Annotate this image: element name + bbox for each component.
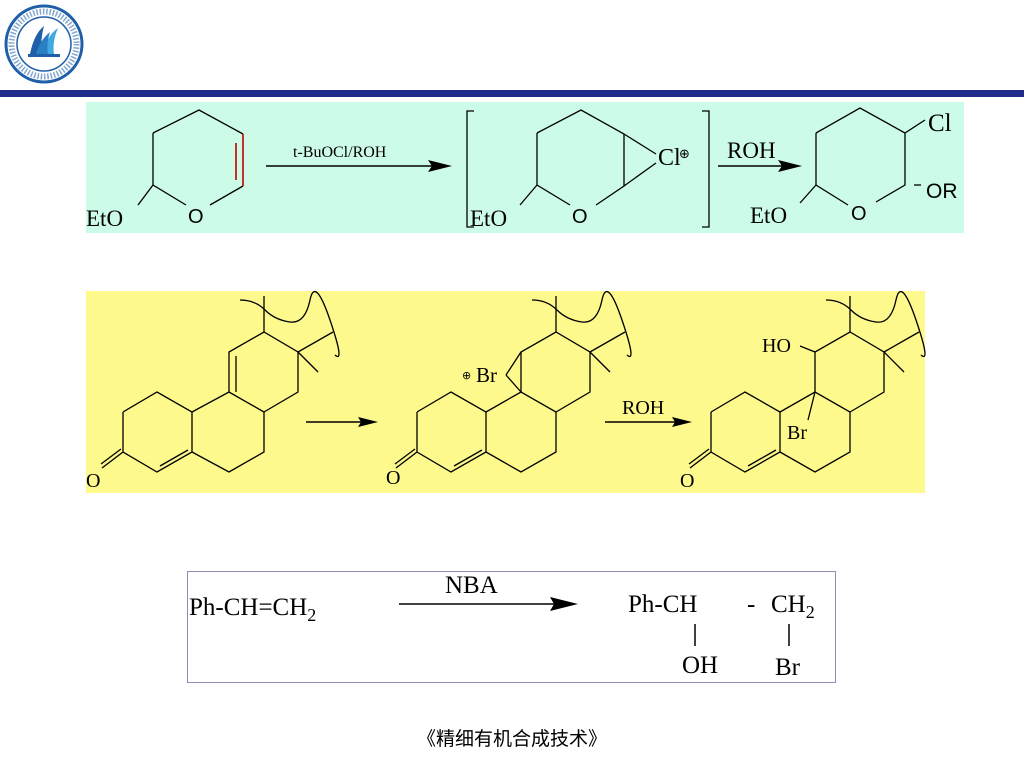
step2-roh-label: ROH — [727, 138, 776, 163]
intermediate-ring-oxygen: O — [572, 206, 588, 228]
product-ring-oxygen: O — [851, 203, 867, 225]
scheme3-arrow-head — [550, 597, 578, 611]
intermediate-cl-label: Cl — [658, 145, 681, 171]
bromonium-charge: ⊕ — [462, 370, 471, 382]
scheme-3-panel — [187, 571, 836, 683]
scheme-1-panel — [86, 102, 964, 233]
nba-reagent-label: NBA — [445, 572, 498, 599]
school-logo — [4, 4, 84, 84]
product-dash: - — [747, 591, 755, 618]
product-eto-label: EtO — [750, 203, 787, 228]
styrene-formula: Ph-CH=CH2 — [189, 594, 316, 625]
intermediate-eto-label: EtO — [470, 206, 507, 231]
course-title: 《精细有机合成技术》 — [416, 728, 607, 750]
scheme2-roh-label: ROH — [622, 397, 664, 419]
bromonium-br-label: Br — [476, 363, 497, 387]
product-oh-label: OH — [682, 652, 718, 679]
reactant-eto-label: EtO — [86, 206, 123, 231]
scheme-2-panel — [86, 291, 925, 493]
intermediate-bracket — [466, 110, 710, 228]
product-br-label: Br — [787, 422, 807, 444]
header-divider — [0, 90, 1024, 97]
steroid2-ketone-o: O — [386, 467, 400, 489]
steroid-reactant — [100, 290, 340, 473]
steroid3-ketone-o: O — [680, 470, 694, 492]
product-ph-ch: Ph-CH — [628, 591, 697, 618]
product-br-label-3: Br — [775, 654, 801, 681]
steroid-product — [688, 290, 926, 473]
product-ring — [799, 107, 926, 206]
chloronium-charge: ⊕ — [679, 146, 690, 161]
reactant-ring-oxygen: O — [188, 206, 204, 228]
reagent-tbuocl: t-BuOCl/ROH — [293, 144, 387, 161]
steroid1-ketone-o: O — [86, 470, 100, 492]
intermediate-ring — [519, 109, 657, 206]
product-ch2: CH2 — [771, 591, 815, 622]
product-cl-label: Cl — [928, 110, 952, 137]
product-ho-label: HO — [762, 335, 791, 357]
reaction-arrow-head — [428, 160, 452, 172]
double-bond-highlight — [235, 134, 244, 186]
steroid-bromonium — [394, 290, 632, 473]
product-or-label: OR — [926, 180, 958, 203]
